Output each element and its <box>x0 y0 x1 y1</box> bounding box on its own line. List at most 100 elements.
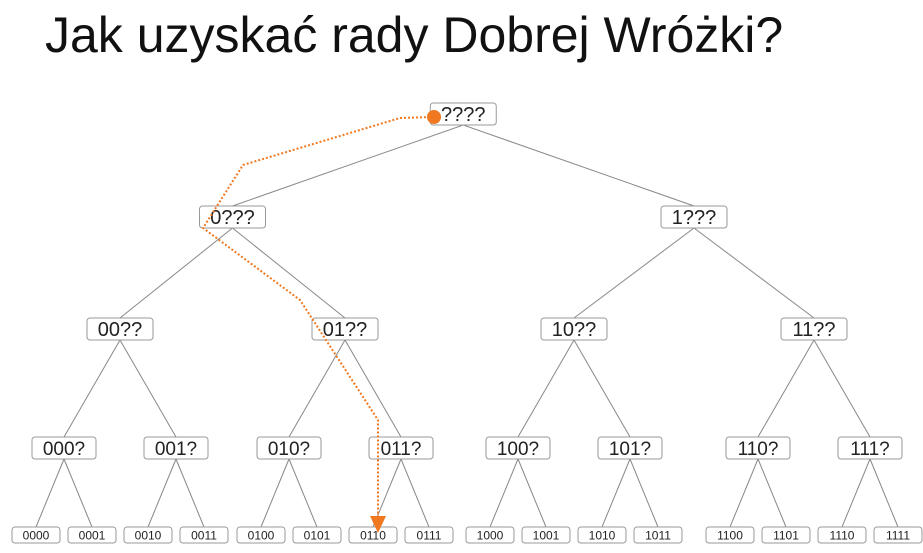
edge-010?-0100 <box>260 458 290 528</box>
node-label: 0??? <box>210 207 255 229</box>
node-label: 110? <box>738 439 779 460</box>
tree-nodes: ???? 0??? 1??? 00?? 01?? 10?? 11?? 000? 001? 010?… <box>11 102 923 544</box>
node-box <box>404 526 454 544</box>
node-label: 000? <box>43 439 85 460</box>
node-box <box>199 205 266 229</box>
tree-node: 0??? <box>199 205 266 229</box>
tree-node: 101? <box>597 436 663 460</box>
node-label: 0111 <box>417 528 442 542</box>
node-box <box>817 526 867 544</box>
node-label: 11?? <box>792 319 835 341</box>
node-label: 00?? <box>98 319 143 341</box>
edge-00??-000? <box>63 339 121 438</box>
tree-node: 1010 <box>577 526 627 544</box>
edge-00??-001? <box>119 339 177 438</box>
node-label: 1??? <box>672 207 717 229</box>
node-box <box>348 526 398 544</box>
edge-11??-111? <box>813 339 871 438</box>
node-box <box>577 526 627 544</box>
node-box <box>873 526 923 544</box>
tree-node: 100? <box>485 436 551 460</box>
tree-node: 000? <box>31 436 97 460</box>
tree-node: 0110 <box>348 526 398 544</box>
node-box <box>837 436 903 460</box>
edge-????-1??? <box>463 124 695 207</box>
node-label: 1011 <box>645 528 671 542</box>
tree-node: 111? <box>837 436 903 460</box>
node-label: 10?? <box>552 319 597 341</box>
node-box <box>86 317 154 341</box>
node-label: 01?? <box>323 319 368 341</box>
tree-node: 1000 <box>465 526 515 544</box>
search-path-line <box>201 116 435 518</box>
node-box <box>143 436 209 460</box>
node-label: 001? <box>155 439 197 460</box>
edge-101?-1010 <box>601 458 631 528</box>
edge-01??-010? <box>288 339 346 438</box>
tree-node: 110? <box>725 436 791 460</box>
node-label: 1001 <box>533 528 560 542</box>
node-label: 1111 <box>886 528 910 542</box>
tree-node: 0111 <box>404 526 454 544</box>
edge-110?-1101 <box>757 458 787 528</box>
node-box <box>521 526 571 544</box>
node-box <box>705 526 755 544</box>
tree-node: 0010 <box>123 526 173 544</box>
node-label: 1101 <box>773 528 799 542</box>
tree-node: 0001 <box>67 526 117 544</box>
node-box <box>368 436 434 460</box>
edge-10??-100? <box>517 339 575 438</box>
node-label: 0011 <box>191 528 217 542</box>
edge-001?-0010 <box>147 458 177 528</box>
search-path <box>201 110 441 533</box>
tree-node: 1110 <box>817 526 867 544</box>
edge-111?-1110 <box>841 458 871 528</box>
node-label: 0101 <box>304 528 331 542</box>
node-box <box>597 436 663 460</box>
node-box <box>236 526 286 544</box>
edge-011?-0111 <box>400 458 430 528</box>
node-label: 010? <box>268 439 310 460</box>
node-box <box>465 526 515 544</box>
tree-node: ???? <box>429 102 497 126</box>
tree-node: 1100 <box>705 526 755 544</box>
node-label: 1010 <box>589 528 616 542</box>
tree-edges <box>35 124 899 528</box>
edge-01??-011? <box>344 339 402 438</box>
edge-100?-1000 <box>489 458 519 528</box>
node-label: 0001 <box>79 528 106 542</box>
edge-000?-0001 <box>63 458 93 528</box>
tree-node: 0100 <box>236 526 286 544</box>
tree-node: 1001 <box>521 526 571 544</box>
node-label: ???? <box>441 104 486 126</box>
edge-010?-0101 <box>288 458 318 528</box>
tree-node: 1101 <box>761 526 811 544</box>
edge-0???-01?? <box>232 227 346 319</box>
node-label: 011? <box>381 439 422 460</box>
edge-1???-10?? <box>573 227 695 319</box>
path-arrowhead-icon <box>370 516 386 533</box>
tree-node: 011? <box>368 436 434 460</box>
tree-node: 11?? <box>780 317 848 341</box>
node-box <box>660 205 728 229</box>
tree-node: 1??? <box>660 205 728 229</box>
node-label: 1000 <box>477 528 504 542</box>
node-label: 0000 <box>23 528 50 542</box>
tree-node: 001? <box>143 436 209 460</box>
node-label: 1110 <box>830 528 855 542</box>
node-box <box>123 526 173 544</box>
edge-10??-101? <box>573 339 631 438</box>
edge-101?-1011 <box>629 458 659 528</box>
node-box <box>485 436 551 460</box>
tree-node: 0000 <box>11 526 61 544</box>
node-label: 111? <box>850 439 889 460</box>
node-label: 0100 <box>248 528 275 542</box>
tree-node: 0011 <box>179 526 229 544</box>
edge-110?-1100 <box>729 458 759 528</box>
node-label: 0010 <box>135 528 162 542</box>
edge-1???-11?? <box>693 227 815 319</box>
node-box <box>256 436 322 460</box>
node-box <box>780 317 848 341</box>
edge-11??-110? <box>757 339 815 438</box>
